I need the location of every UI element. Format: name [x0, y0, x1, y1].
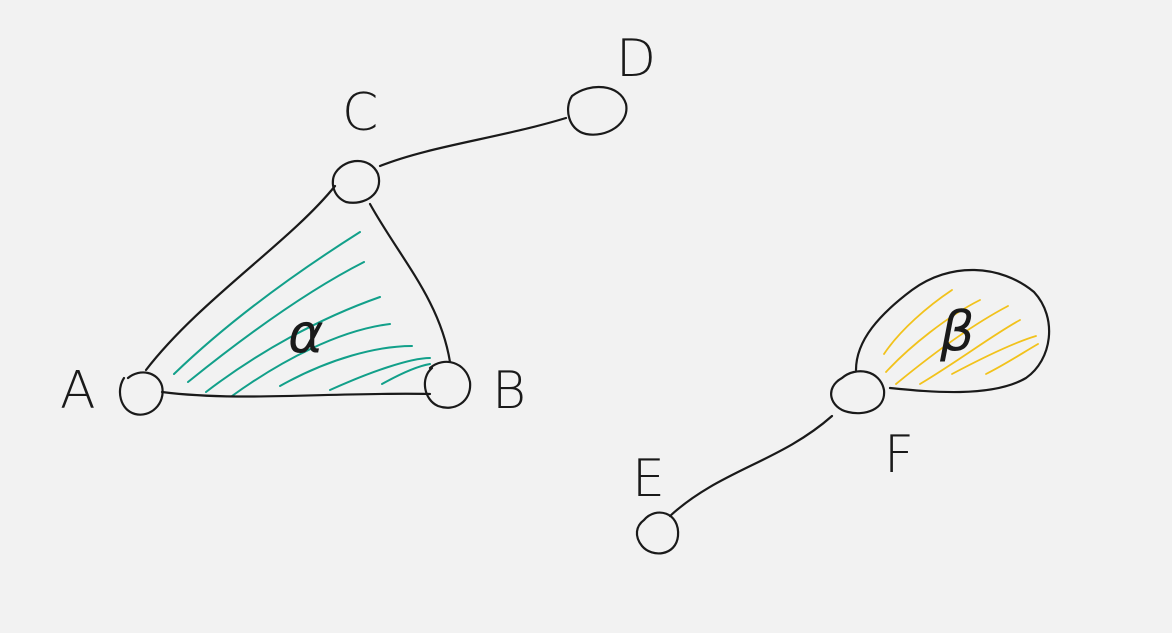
- node-f: [830, 370, 886, 415]
- label-c: C: [342, 83, 378, 143]
- label-alpha: α: [288, 302, 324, 365]
- alpha-face-hatching: [173, 231, 431, 397]
- edge-e-f: [668, 414, 834, 518]
- label-beta: β: [939, 300, 974, 363]
- label-f: F: [884, 425, 914, 485]
- edge-c-b: [368, 202, 452, 364]
- label-b: B: [492, 361, 526, 421]
- edges: [144, 116, 1051, 518]
- node-b: [423, 360, 472, 409]
- nodes: [118, 85, 886, 555]
- node-a: [118, 371, 164, 416]
- node-c: [331, 159, 381, 204]
- edge-c-d: [378, 116, 568, 168]
- loop-beta: [854, 268, 1051, 394]
- node-e: [635, 511, 680, 555]
- label-d: D: [616, 29, 656, 89]
- node-d: [567, 85, 628, 136]
- label-e: E: [632, 449, 665, 509]
- edge-a-b: [160, 390, 432, 398]
- label-a: A: [60, 361, 96, 421]
- beta-face-hatching: [883, 289, 1039, 385]
- edge-c-a: [144, 184, 337, 372]
